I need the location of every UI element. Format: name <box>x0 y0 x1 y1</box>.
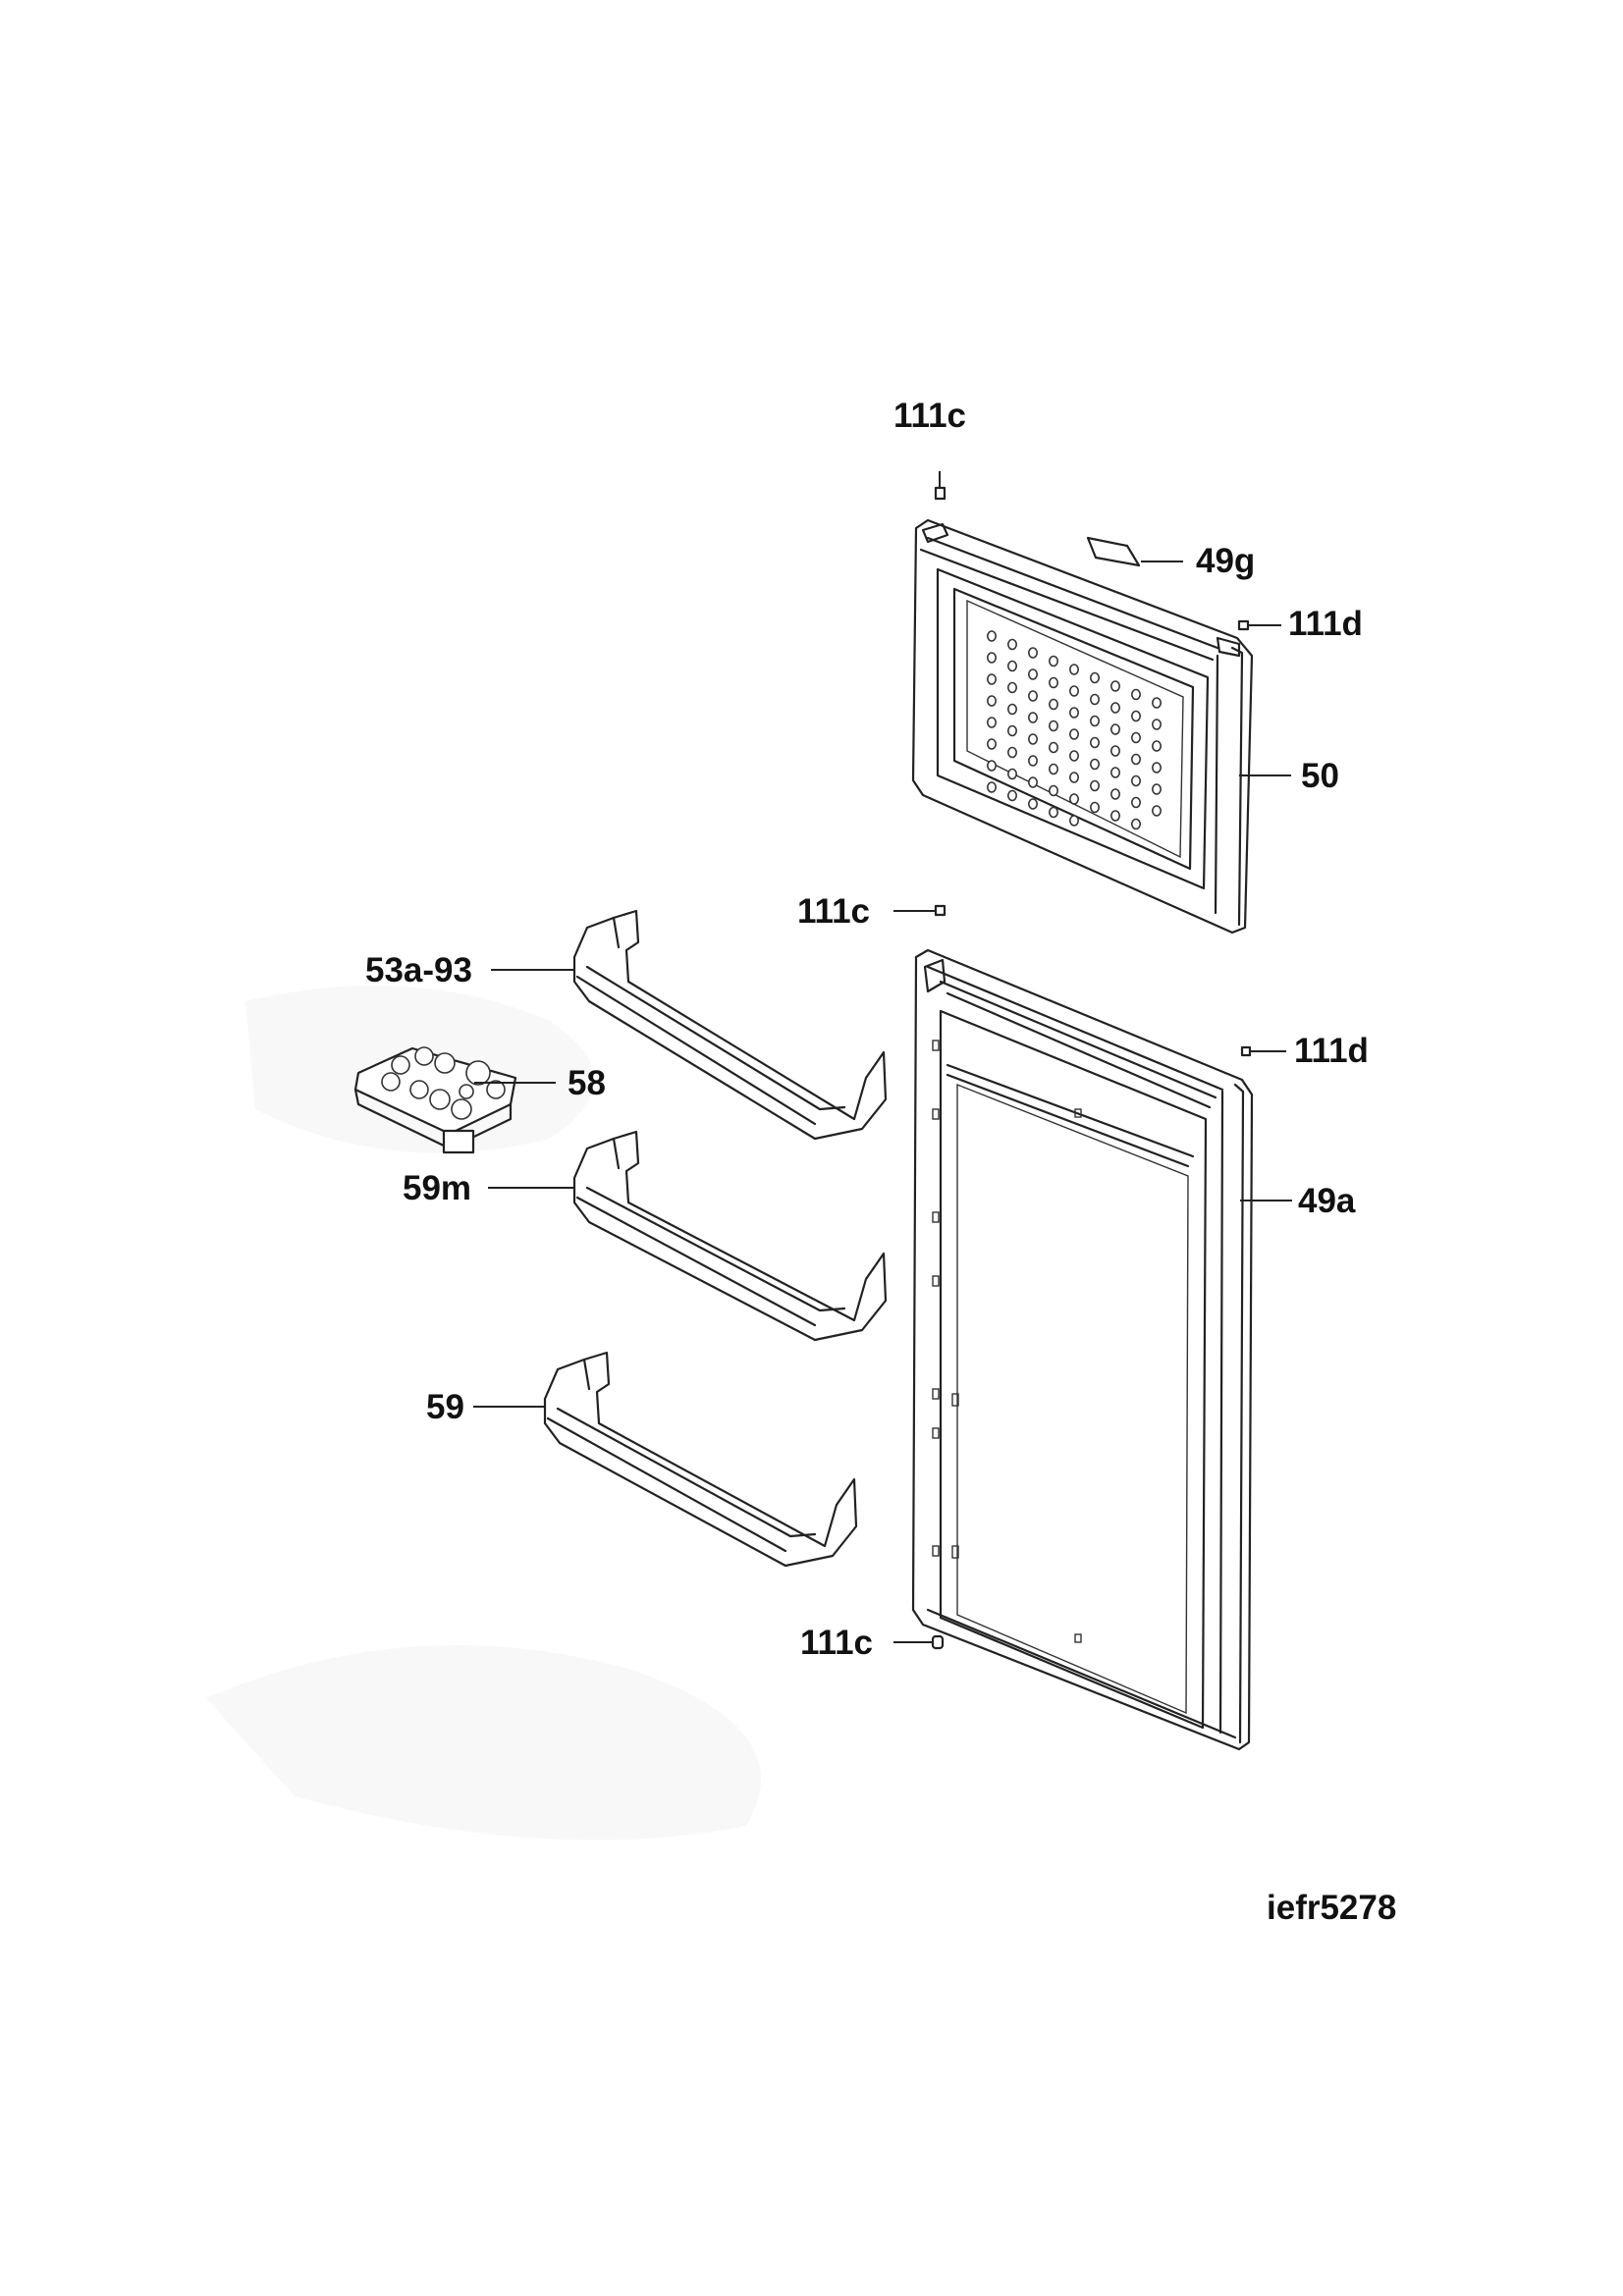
liner-dot <box>1090 715 1101 727</box>
liner-dot <box>1131 774 1142 787</box>
label-49g: 49g <box>1196 542 1255 580</box>
label-50: 50 <box>1301 757 1339 795</box>
liner-dot <box>1049 655 1059 667</box>
part-49g <box>1086 536 1141 567</box>
door-shelf-59 <box>543 1351 858 1568</box>
pin-111d-mid <box>1240 1045 1252 1057</box>
liner-dot <box>1007 681 1018 694</box>
pin-111c-bot <box>931 1634 945 1650</box>
liner-dot <box>1131 710 1142 722</box>
liner-dot <box>1090 779 1101 792</box>
liner-dot <box>1090 801 1101 814</box>
label-111c-mid: 111c <box>797 892 870 931</box>
liner-dot <box>986 695 997 707</box>
label-111c-bot: 111c <box>800 1624 873 1662</box>
pin-111c-mid <box>934 904 947 917</box>
liner-dot <box>1152 740 1163 752</box>
door-shelf-53a-93 <box>572 909 888 1141</box>
liner-dot <box>1069 750 1080 762</box>
liner-dot <box>1069 664 1080 675</box>
liner-dot <box>1131 818 1142 830</box>
label-59m: 59m <box>403 1169 471 1207</box>
liner-dot <box>1049 741 1059 754</box>
liner-dot <box>1007 638 1018 651</box>
liner-dot <box>1131 731 1142 744</box>
liner-dot <box>1028 647 1039 659</box>
liner-dot <box>1028 776 1039 788</box>
liner-dot <box>1152 805 1163 817</box>
label-111c-top: 111c <box>893 397 966 435</box>
freezer-liner-dots <box>986 630 1163 830</box>
pin-111c-top <box>934 471 947 501</box>
liner-dot <box>1069 728 1080 740</box>
leader-lines <box>473 561 1292 1643</box>
liner-dot <box>1007 789 1018 802</box>
egg-tray-58 <box>353 1046 517 1154</box>
liner-dot <box>1069 815 1080 827</box>
liner-dot <box>986 717 997 728</box>
pin-111d-top <box>1237 619 1250 631</box>
liner-dot <box>1090 693 1101 706</box>
liner-dot <box>1028 798 1039 810</box>
label-111d-top: 111d <box>1288 605 1363 643</box>
liner-dot <box>1028 755 1039 767</box>
liner-dot <box>986 781 997 793</box>
liner-dot <box>1152 719 1163 730</box>
liner-dot <box>1069 793 1080 805</box>
liner-dot <box>1049 698 1059 711</box>
fridge-door-49a <box>911 948 1254 1751</box>
liner-dot <box>1110 810 1121 822</box>
liner-dot <box>1007 768 1018 780</box>
label-58: 58 <box>568 1064 606 1102</box>
liner-dot <box>986 738 997 750</box>
liner-dot <box>1110 723 1121 735</box>
liner-dot <box>986 652 997 664</box>
liner-dot <box>1028 712 1039 723</box>
label-111d-mid: 111d <box>1294 1032 1369 1070</box>
liner-dot <box>1152 783 1163 795</box>
liner-dot <box>1028 690 1039 702</box>
liner-dot <box>1110 745 1121 757</box>
liner-dot <box>1049 806 1059 819</box>
liner-dot <box>1131 688 1142 701</box>
liner-dot <box>1069 772 1080 783</box>
diagram-id: iefr5278 <box>1267 1889 1396 1927</box>
liner-dot <box>1049 763 1059 775</box>
liner-dot <box>1028 733 1039 745</box>
liner-dot <box>1090 671 1101 684</box>
liner-dot <box>1110 788 1121 800</box>
liner-dot <box>1028 668 1039 680</box>
liner-dot <box>1007 660 1018 672</box>
liner-dot <box>1110 767 1121 778</box>
liner-dot <box>1007 703 1018 716</box>
door-shelf-59m <box>572 1130 888 1342</box>
freezer-door-50 <box>911 518 1254 934</box>
liner-dot <box>1049 720 1059 732</box>
liner-dot <box>986 630 997 642</box>
liner-dot <box>1007 746 1018 759</box>
liner-dot <box>1069 707 1080 719</box>
liner-dot <box>1090 758 1101 771</box>
liner-dot <box>1049 676 1059 689</box>
liner-dot <box>1007 724 1018 737</box>
label-53a-93: 53a-93 <box>365 951 472 989</box>
label-59: 59 <box>426 1388 464 1426</box>
liner-dot <box>1131 753 1142 766</box>
liner-dot <box>986 673 997 685</box>
liner-dot <box>1152 762 1163 774</box>
liner-dot <box>1049 784 1059 797</box>
liner-dot <box>1090 736 1101 749</box>
liner-dot <box>1110 680 1121 692</box>
liner-dot <box>1131 796 1142 809</box>
label-49a: 49a <box>1298 1182 1356 1220</box>
liner-dot <box>986 760 997 772</box>
liner-dot <box>1069 685 1080 697</box>
liner-dot <box>1152 697 1163 709</box>
liner-dot <box>1110 702 1121 714</box>
